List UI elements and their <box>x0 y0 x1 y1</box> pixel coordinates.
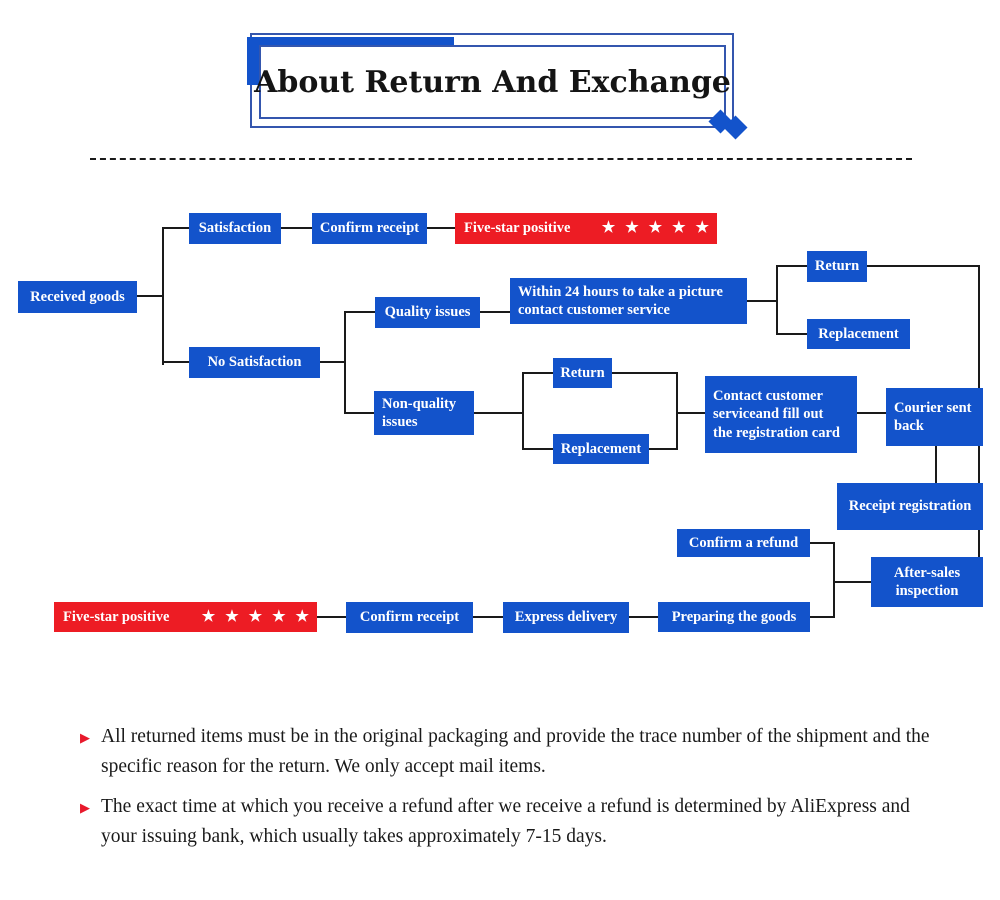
connector-line <box>867 265 979 267</box>
connector-line <box>522 372 553 374</box>
connector-line <box>344 311 375 313</box>
note-item: ▶ The exact time at which you receive a r… <box>80 792 938 852</box>
connector-line <box>320 361 345 363</box>
connector-line <box>776 265 807 267</box>
node-confirm-a-refund: Confirm a refund <box>677 529 810 557</box>
node-label: Express delivery <box>514 609 618 626</box>
connector-line <box>281 227 312 229</box>
node-five-star-bottom: Five-star positive ★★★★★ <box>54 602 317 632</box>
connector-line <box>776 333 807 335</box>
connector-line <box>810 616 835 618</box>
page-title: About Return And Exchange <box>254 64 731 100</box>
bullet-arrow-icon: ▶ <box>80 800 90 815</box>
connector-line <box>676 412 705 414</box>
node-receipt-registration: Receipt registration <box>837 483 983 530</box>
node-satisfaction: Satisfaction <box>189 213 281 244</box>
node-quality-issues: Quality issues <box>375 297 480 328</box>
connector-line <box>480 311 510 313</box>
node-after-sales-inspection: After-sales inspection <box>871 557 983 607</box>
node-label: Confirm receipt <box>359 609 460 626</box>
connector-line <box>649 448 678 450</box>
node-received-goods: Received goods <box>18 281 137 313</box>
node-five-star-top: Five-star positive ★★★★★ <box>455 213 717 244</box>
node-label: Preparing the goods <box>671 608 797 625</box>
connector-line <box>776 265 778 335</box>
node-label: Received goods <box>30 288 125 305</box>
note-text: All returned items must be in the origin… <box>101 726 930 777</box>
connector-line <box>522 372 524 450</box>
node-label: Receipt registration <box>848 498 972 515</box>
connector-line <box>344 311 346 413</box>
five-star-rating-icon: ★★★★★ <box>201 608 319 625</box>
node-confirm-receipt-top: Confirm receipt <box>312 213 427 244</box>
node-confirm-receipt-bottom: Confirm receipt <box>346 602 473 633</box>
connector-line <box>935 446 937 483</box>
connector-line <box>162 361 190 363</box>
node-label: Quality issues <box>384 304 471 321</box>
connector-line <box>473 616 503 618</box>
connector-line <box>137 295 163 297</box>
node-label: Confirm a refund <box>688 534 799 551</box>
connector-line <box>474 412 523 414</box>
node-label: Courier sent <box>894 399 972 416</box>
connector-line <box>833 581 871 583</box>
node-label: Return <box>560 364 605 381</box>
connector-line <box>344 412 374 414</box>
dashed-divider <box>90 158 912 160</box>
connector-line <box>810 542 835 544</box>
five-star-rating-icon: ★★★★★ <box>601 220 719 237</box>
connector-line <box>747 300 777 302</box>
connector-line <box>833 542 835 618</box>
node-label: Non-quality <box>382 395 457 412</box>
node-replacement-top: Replacement <box>807 319 910 349</box>
node-return-top: Return <box>807 251 867 282</box>
node-label: inspection <box>895 583 959 599</box>
node-label: Five-star positive <box>464 220 571 237</box>
node-label: Satisfaction <box>198 220 272 237</box>
note-text: The exact time at which you receive a re… <box>101 796 910 847</box>
banner-inner-box: About Return And Exchange <box>254 45 731 119</box>
node-courier-sent-back: Courier sent back <box>886 388 983 446</box>
node-label: Within 24 hours to take a picture <box>518 283 723 300</box>
node-label: serviceand fill out <box>713 406 824 423</box>
node-label: Confirm receipt <box>319 220 420 237</box>
connector-line <box>522 448 553 450</box>
connector-line <box>162 227 190 229</box>
node-label: the registration card <box>713 424 840 441</box>
connector-line <box>629 616 658 618</box>
connector-line <box>162 227 164 365</box>
connector-line <box>857 412 886 414</box>
node-express-delivery: Express delivery <box>503 602 629 633</box>
node-label: contact customer service <box>518 302 670 318</box>
connector-line <box>317 616 346 618</box>
node-label: After-sales <box>893 564 961 581</box>
connector-line <box>676 372 678 450</box>
node-label: back <box>894 418 924 434</box>
node-label: Five-star positive <box>63 608 170 625</box>
node-within-24-hours: Within 24 hours to take a picture contact… <box>510 278 747 324</box>
bullet-arrow-icon: ▶ <box>80 730 90 745</box>
connector-line <box>427 227 455 229</box>
node-non-quality-issues: Non-quality issues <box>374 391 474 435</box>
node-no-satisfaction: No Satisfaction <box>189 347 320 378</box>
node-label: Replacement <box>818 325 899 342</box>
node-label: Replacement <box>560 440 642 457</box>
node-return-mid: Return <box>553 358 612 388</box>
banner-accent-bar-left <box>247 37 259 85</box>
node-label: Contact customer <box>713 387 823 404</box>
node-label: Return <box>814 258 860 275</box>
node-preparing-the-goods: Preparing the goods <box>658 602 810 632</box>
node-label: No Satisfaction <box>207 354 302 371</box>
note-item: ▶ All returned items must be in the origi… <box>80 722 938 782</box>
node-label: issues <box>382 414 418 430</box>
notes-section: ▶ All returned items must be in the origi… <box>80 722 938 862</box>
node-replacement-mid: Replacement <box>553 434 649 464</box>
connector-line <box>612 372 678 374</box>
